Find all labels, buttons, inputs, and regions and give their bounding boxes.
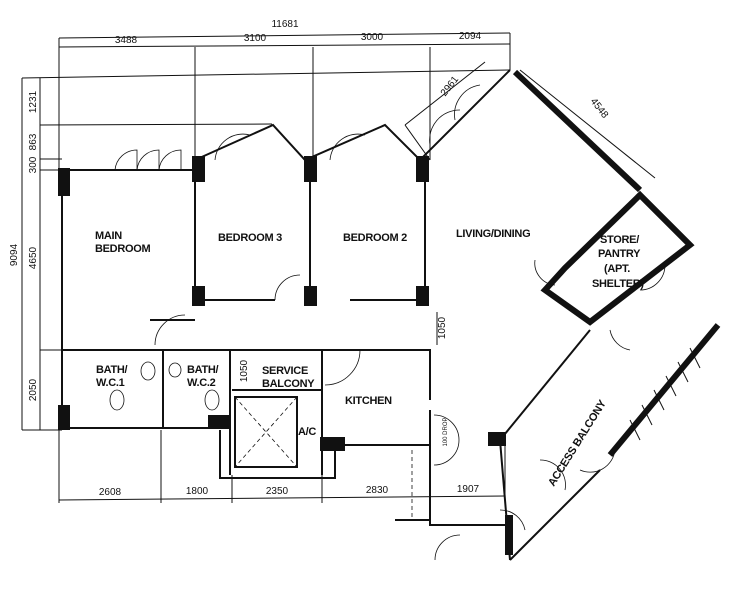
dim-overall-width: 11681 [271,19,299,30]
dim-diagonal-window: 2961 [439,74,462,99]
dim-corridor: 1050 [437,316,448,339]
label-store-1: STORE/ [600,234,639,246]
dim-bottom-5: 1907 [457,484,480,495]
label-main-bedroom-2: BEDROOM [95,243,150,255]
label-service-balcony-1: SERVICE [262,365,308,377]
label-drop: 100 DROP [443,417,449,446]
dim-left-4: 4650 [28,246,39,269]
dim-top-4: 2094 [459,31,482,42]
label-bedroom-2: BEDROOM 2 [343,232,407,244]
label-bath-1-a: BATH/ [96,364,128,376]
label-service-balcony-2: BALCONY [262,378,315,390]
label-store-2: PANTRY [598,248,641,260]
structural-columns [58,156,513,555]
dim-bottom-1: 2608 [99,487,122,498]
label-store-3: (APT. [604,263,630,275]
label-store-4: SHELTER) [592,278,644,290]
dim-left-5: 2050 [28,378,39,401]
dim-bottom-3: 2350 [266,486,289,497]
label-ac: A/C [298,426,316,438]
dim-left-1: 1231 [28,90,39,113]
dim-left-2: 863 [28,133,39,150]
dim-bottom-2: 1800 [186,486,209,497]
label-kitchen: KITCHEN [345,395,392,407]
left-dimensions: 1231 863 300 4650 2050 9094 [9,69,511,431]
dim-top-3: 3000 [361,32,384,43]
label-access-balcony: ACCESS BALCONY [546,397,609,488]
dim-top-1: 3488 [115,35,138,46]
walls [61,69,721,561]
label-bath-2-a: BATH/ [187,364,219,376]
dim-diagonal-living: 4548 [588,96,611,121]
top-dimensions: 11681 3488 3100 3000 2094 [58,19,511,170]
dim-overall-depth: 9094 [9,243,20,266]
label-bath-1-b: W.C.1 [96,377,125,389]
dim-bottom-4: 2830 [366,485,389,496]
label-living-dining: LIVING/DINING [456,228,530,240]
label-main-bedroom-1: MAIN [95,230,122,242]
doors [109,84,666,561]
label-bedroom-3: BEDROOM 3 [218,232,282,244]
dim-left-3: 300 [28,156,39,173]
dim-service-balcony: 1050 [239,359,250,382]
label-bath-2-b: W.C.2 [187,377,216,389]
dim-top-2: 3100 [244,33,267,44]
